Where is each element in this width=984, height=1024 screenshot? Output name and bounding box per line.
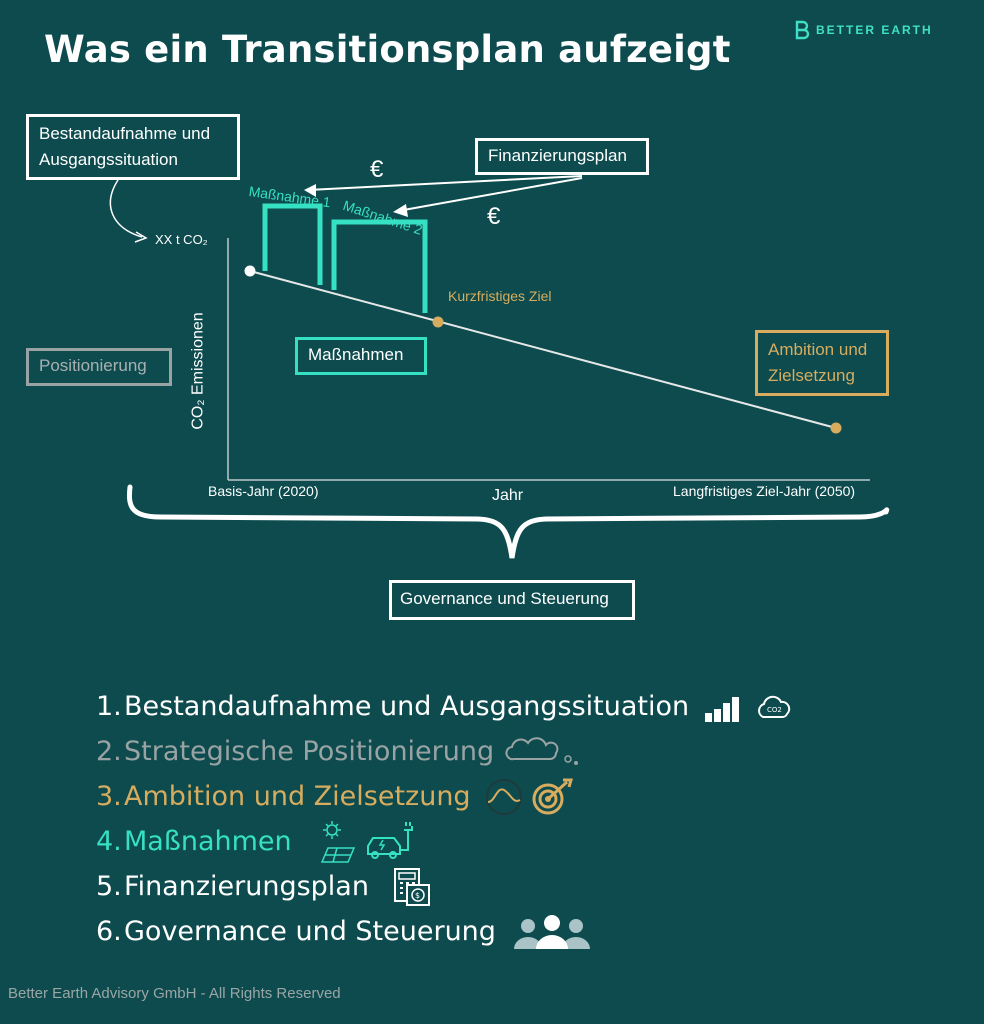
svg-text:$: $ xyxy=(415,891,420,900)
start-point xyxy=(244,265,256,277)
brand-logo: BETTER EARTH xyxy=(794,20,933,40)
positionierung-box: Positionierung xyxy=(26,348,172,386)
list-item: 3. Ambition und Zielsetzung xyxy=(96,774,795,819)
y-axis-label: CO₂ Emissionen xyxy=(189,312,207,430)
transition-diagram xyxy=(109,175,890,559)
list-number: 5. xyxy=(96,871,122,902)
electric-car-icon xyxy=(366,821,413,859)
people-icon xyxy=(513,914,590,949)
governance-box: Governance und Steuerung xyxy=(389,580,635,620)
list-number: 4. xyxy=(96,826,122,857)
massnahme-1-bar xyxy=(262,203,323,285)
bestand-box: Bestandaufnahme und Ausgangssituation xyxy=(26,114,240,180)
list-number: 6. xyxy=(96,916,122,947)
svg-text:CO2: CO2 xyxy=(767,706,782,714)
wave-circle-icon xyxy=(485,778,522,815)
list-label: Ambition und Zielsetzung xyxy=(124,781,471,812)
finance-arrow-1 xyxy=(307,175,583,191)
massnahme-2-bar xyxy=(331,219,428,313)
target-icon xyxy=(532,778,573,814)
finanzierungsplan-box: Finanzierungsplan xyxy=(475,138,649,175)
list-number: 2. xyxy=(96,736,122,767)
governance-brace xyxy=(126,484,890,559)
ambition-box: Ambition und Zielsetzung xyxy=(755,330,889,396)
better-earth-logo-icon xyxy=(795,20,810,40)
list-label: Finanzierungsplan xyxy=(124,871,369,902)
list-label: Strategische Positionierung xyxy=(124,736,495,767)
bestand-arrow xyxy=(109,179,143,238)
list-label: Bestandaufnahme und Ausgangssituation xyxy=(124,691,690,722)
long-goal-point xyxy=(830,422,842,434)
sun-solar-icon xyxy=(320,820,355,863)
steps-list: 1. Bestandaufnahme und Ausgangssituation… xyxy=(96,684,795,954)
reduction-path xyxy=(249,270,837,429)
x-start-label: Basis-Jahr (2020) xyxy=(208,483,319,499)
x-axis-label: Jahr xyxy=(492,487,524,504)
list-item: 2. Strategische Positionierung xyxy=(96,729,795,774)
list-label: Governance und Steuerung xyxy=(124,916,496,947)
list-item: 1. Bestandaufnahme und Ausgangssituation… xyxy=(96,684,795,729)
euro-symbol-2: € xyxy=(487,203,501,230)
list-item: 6. Governance und Steuerung xyxy=(96,909,795,954)
list-number: 3. xyxy=(96,781,122,812)
thought-cloud-icon xyxy=(505,736,579,765)
list-number: 1. xyxy=(96,691,122,722)
copyright-footer: Better Earth Advisory GmbH - All Rights … xyxy=(8,985,341,1002)
x-end-label: Langfristiges Ziel-Jahr (2050) xyxy=(673,483,856,499)
short-goal-label: Kurzfristiges Ziel xyxy=(448,288,552,304)
start-value-label: XX t CO₂ xyxy=(155,232,208,247)
list-item: 5. Finanzierungsplan $ xyxy=(96,864,795,909)
massnahmen-box: Maßnahmen xyxy=(295,337,427,375)
finance-arrow-2 xyxy=(397,177,583,212)
co2-cloud-icon: CO2 xyxy=(758,695,791,718)
list-item: 4. Maßnahmen xyxy=(96,819,795,864)
bar-chart-icon xyxy=(705,696,740,722)
euro-symbol-1: € xyxy=(370,156,384,183)
list-label: Maßnahmen xyxy=(124,826,292,857)
brand-name: BETTER EARTH xyxy=(816,23,933,37)
calculator-icon: $ xyxy=(393,867,430,906)
short-goal-point xyxy=(432,316,444,328)
page-title: Was ein Transitionsplan aufzeigt xyxy=(44,28,731,71)
